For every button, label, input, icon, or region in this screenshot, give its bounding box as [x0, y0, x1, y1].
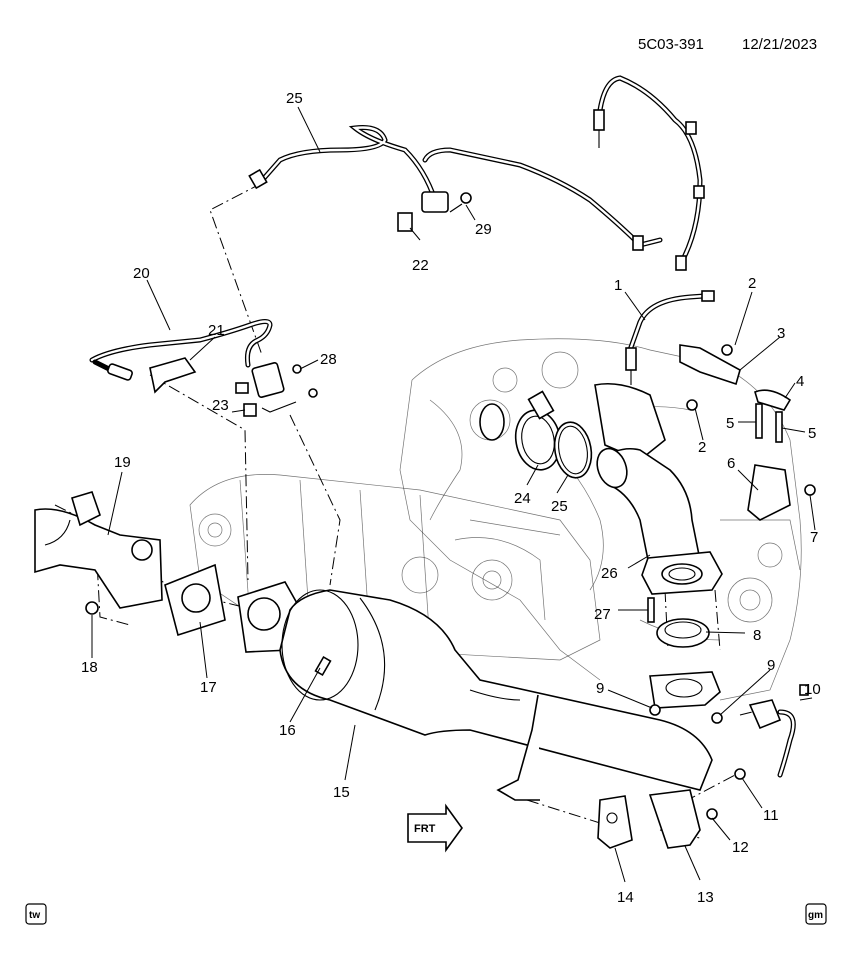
- callout-28: 25: [286, 90, 303, 107]
- callout-26: 27: [594, 606, 611, 623]
- sensor-1-and-brackets: [594, 290, 816, 521]
- sensor-harness-20: [89, 319, 318, 417]
- callout-18: 18: [81, 659, 98, 676]
- callout-13: 13: [697, 889, 714, 906]
- callout-9-left: 9: [596, 680, 604, 697]
- callout-12: 12: [732, 839, 749, 856]
- callout-27: 28: [320, 351, 337, 368]
- callout-29: 29: [475, 221, 492, 238]
- diagram-date: 12/21/2023: [742, 36, 817, 53]
- catalytic-converter-15: [279, 589, 723, 801]
- leader-lines: [91, 106, 816, 883]
- frt-label: FRT: [414, 823, 436, 835]
- engine-transmission-background: [189, 338, 802, 701]
- callout-22-left: 23: [212, 397, 229, 414]
- callout-2-top: 2: [748, 275, 756, 292]
- callout-1: 1: [614, 277, 622, 294]
- clamps-23-24: [479, 390, 593, 479]
- callout-3: 3: [777, 325, 785, 342]
- callouts: 25 29 22 20 21 28 23 1 2 3 4 5 5 2 6 7 2…: [81, 90, 821, 906]
- callout-10: 10: [804, 681, 821, 698]
- callout-5-right: 5: [808, 425, 816, 442]
- badge-gm: gm: [805, 903, 827, 925]
- callout-23: 24: [514, 490, 531, 507]
- callout-20: 20: [133, 265, 150, 282]
- callout-2-bottom: 2: [698, 439, 706, 456]
- badge-tw-text: tw: [29, 910, 40, 921]
- callout-19: 19: [114, 454, 131, 471]
- callout-6: 6: [727, 455, 735, 472]
- callout-24: 25: [551, 498, 568, 515]
- callout-9-right: 9: [767, 657, 775, 674]
- callout-16: 16: [279, 722, 296, 739]
- callout-11: 11: [763, 807, 779, 824]
- downpipe-25: [596, 447, 723, 648]
- badge-tw: tw: [25, 903, 47, 925]
- callout-22-top: 22: [412, 257, 429, 274]
- diagram-id: 5C03-391: [638, 36, 704, 53]
- wiring-harness-28: [248, 75, 705, 271]
- badge-gm-text: gm: [808, 910, 823, 921]
- callout-7: 7: [810, 529, 818, 546]
- callout-17: 17: [200, 679, 217, 696]
- callout-8: 8: [753, 627, 761, 644]
- callout-21: 21: [208, 322, 225, 339]
- flange-19-gasket-17: [34, 491, 299, 653]
- callout-15: 15: [333, 784, 350, 801]
- callout-5-left: 5: [726, 415, 734, 432]
- rear-components: [597, 684, 809, 849]
- callout-25: 26: [601, 565, 618, 582]
- front-direction-arrow: FRT: [407, 803, 463, 853]
- callout-14: 14: [617, 889, 634, 906]
- callout-4: 4: [796, 373, 804, 390]
